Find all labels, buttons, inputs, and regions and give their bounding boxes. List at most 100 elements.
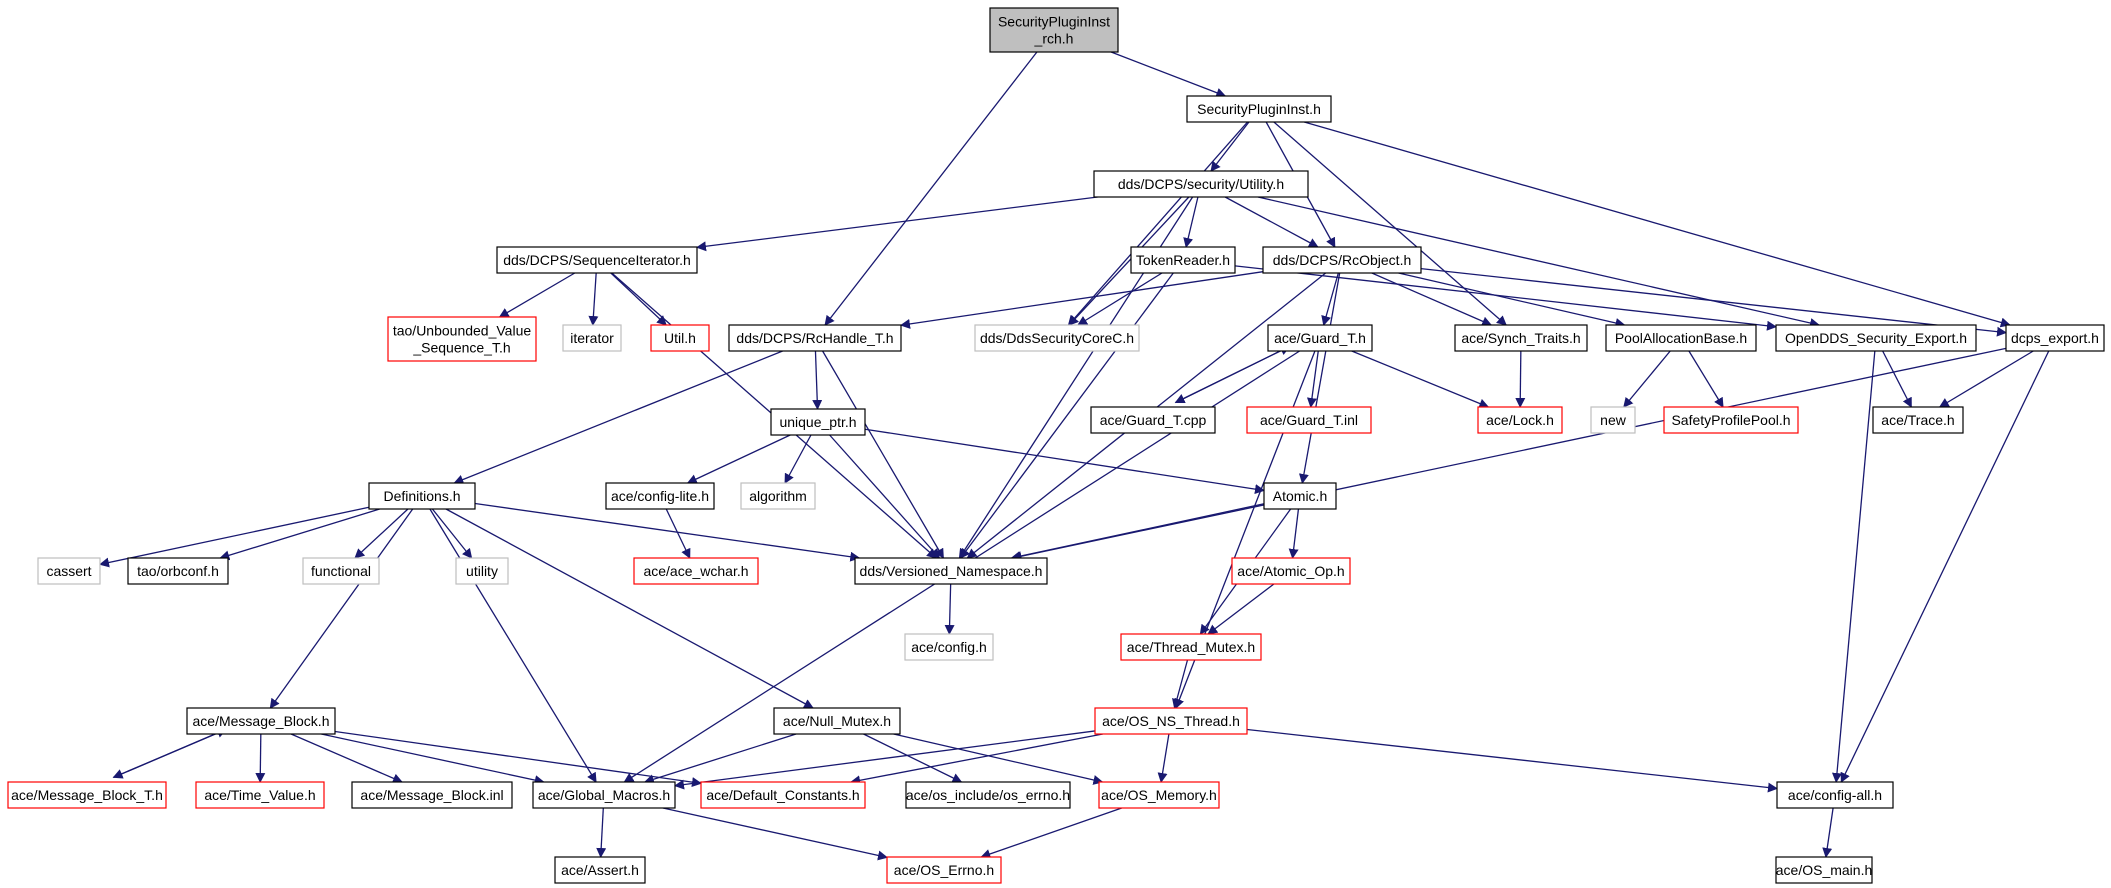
edge-definitions-to-orbconf	[219, 508, 380, 561]
node-spi[interactable]: SecurityPluginInst.h	[1186, 95, 1332, 123]
node-synch[interactable]: ace/Synch_Traits.h	[1454, 324, 1588, 352]
node-seqiter[interactable]: dds/DCPS/SequenceIterator.h	[496, 246, 698, 274]
edge-definitions-to-versioned	[474, 502, 861, 562]
node-label-versioned: dds/Versioned_Namespace.h	[860, 563, 1043, 579]
node-box-os_ns_thread	[1094, 707, 1248, 735]
edge-tokenreader-to-opendds_sec	[1234, 265, 1777, 331]
edge-os_memory-to-os_errno	[980, 807, 1122, 859]
node-os_errno[interactable]: ace/OS_Errno.h	[886, 856, 1002, 884]
node-box-os_memory	[1098, 781, 1220, 809]
edge-atomic-to-atomic_op	[1288, 508, 1300, 559]
edge-spi-to-utility_h	[1210, 121, 1250, 172]
node-rchandle[interactable]: dds/DCPS/RcHandle_T.h	[728, 324, 902, 352]
node-box-atomic_op	[1231, 557, 1351, 585]
node-box-iterator	[562, 324, 622, 352]
edge-rcobject-to-poolalloc	[1398, 272, 1626, 328]
node-box-assert	[554, 856, 646, 884]
node-unbounded[interactable]: tao/Unbounded_Value_Sequence_T.h	[387, 316, 537, 362]
node-root[interactable]: SecurityPluginInst_rch.h	[989, 7, 1119, 53]
node-atomic_op[interactable]: ace/Atomic_Op.h	[1231, 557, 1351, 585]
node-os_memory[interactable]: ace/OS_Memory.h	[1098, 781, 1220, 809]
node-assert[interactable]: ace/Assert.h	[554, 856, 646, 884]
node-label-definitions: Definitions.h	[383, 488, 460, 504]
edge-dcps_export-to-config_all	[1840, 350, 2050, 783]
node-lock[interactable]: ace/Lock.h	[1477, 406, 1563, 434]
edge-unique_ptr-to-configlite	[686, 434, 791, 484]
node-box-msgblock_t	[7, 781, 167, 809]
node-poolalloc[interactable]: PoolAllocationBase.h	[1605, 324, 1757, 352]
node-label-thread_mutex: ace/Thread_Mutex.h	[1127, 639, 1255, 655]
node-box-time_value	[195, 781, 325, 809]
node-box-spi	[1186, 95, 1332, 123]
node-box-aceconfig	[904, 633, 994, 661]
node-label-atomic_op: ace/Atomic_Op.h	[1237, 563, 1344, 579]
node-global_macros[interactable]: ace/Global_Macros.h	[532, 781, 676, 809]
node-label-new: new	[1600, 412, 1627, 428]
node-os_main[interactable]: ace/OS_main.h	[1775, 856, 1873, 884]
node-msgblock_inl[interactable]: ace/Message_Block.inl	[351, 781, 513, 809]
node-time_value[interactable]: ace/Time_Value.h	[195, 781, 325, 809]
node-new[interactable]: new	[1590, 406, 1636, 434]
node-ddsseccore[interactable]: dds/DdsSecurityCoreC.h	[974, 324, 1140, 352]
node-utility_h[interactable]: dds/DCPS/security/Utility.h	[1093, 170, 1309, 198]
node-definitions[interactable]: Definitions.h	[368, 482, 476, 510]
node-utility_std[interactable]: utility	[455, 557, 509, 585]
node-atomic[interactable]: Atomic.h	[1263, 482, 1337, 510]
node-guard_inl[interactable]: ace/Guard_T.inl	[1246, 406, 1372, 434]
node-label-utility_h: dds/DCPS/security/Utility.h	[1118, 176, 1284, 192]
node-box-rchandle	[728, 324, 902, 352]
node-safety[interactable]: SafetyProfilePool.h	[1663, 406, 1799, 434]
edge-msgblock_t-to-msgblock	[113, 728, 228, 778]
node-label-dcps_export: dcps_export.h	[2011, 330, 2099, 346]
node-label-functional: functional	[311, 563, 371, 579]
node-guard[interactable]: ace/Guard_T.h	[1267, 324, 1373, 352]
edge-dcps_export-to-versioned	[1011, 347, 2007, 562]
node-msgblock[interactable]: ace/Message_Block.h	[186, 707, 336, 735]
node-dcps_export[interactable]: dcps_export.h	[2005, 324, 2105, 352]
node-box-guard_cpp	[1090, 406, 1216, 434]
node-aceconfig[interactable]: ace/config.h	[904, 633, 994, 661]
node-os_ns_thread[interactable]: ace/OS_NS_Thread.h	[1094, 707, 1248, 735]
node-label-iterator: iterator	[570, 330, 614, 346]
edge-root-to-rchandle	[824, 51, 1038, 326]
node-wchar[interactable]: ace/ace_wchar.h	[633, 557, 759, 585]
edge-configlite-to-wchar	[665, 508, 691, 559]
node-guard_cpp[interactable]: ace/Guard_T.cpp	[1090, 406, 1216, 434]
node-label-time_value: ace/Time_Value.h	[204, 787, 315, 803]
edge-atomic-to-versioned	[1010, 503, 1265, 561]
edge-msgblock-to-time_value	[255, 733, 266, 783]
node-box-dcps_export	[2005, 324, 2105, 352]
node-unique_ptr[interactable]: unique_ptr.h	[770, 408, 866, 436]
node-label-seqiter: dds/DCPS/SequenceIterator.h	[503, 252, 691, 268]
node-opendds_sec[interactable]: OpenDDS_Security_Export.h	[1775, 324, 1977, 352]
node-box-safety	[1663, 406, 1799, 434]
edge-rcobject-to-atomic	[1298, 272, 1341, 484]
node-null_mutex[interactable]: ace/Null_Mutex.h	[773, 707, 901, 735]
edge-tokenreader-to-versioned	[960, 272, 1174, 559]
edge-definitions-to-null_mutex	[445, 508, 814, 709]
node-tokenreader[interactable]: TokenReader.h	[1130, 246, 1236, 274]
node-msgblock_t[interactable]: ace/Message_Block_T.h	[7, 781, 167, 809]
node-box-tokenreader	[1130, 246, 1236, 274]
node-thread_mutex[interactable]: ace/Thread_Mutex.h	[1120, 633, 1262, 661]
node-label-unbounded-line1: _Sequence_T.h	[412, 340, 510, 356]
node-box-definitions	[368, 482, 476, 510]
node-cassert[interactable]: cassert	[37, 557, 101, 585]
node-algorithm[interactable]: algorithm	[740, 482, 816, 510]
node-box-root	[989, 7, 1119, 53]
node-orbconf[interactable]: tao/orbconf.h	[127, 557, 229, 585]
edge-atomic_op-to-thread_mutex	[1207, 583, 1275, 635]
edge-null_mutex-to-os_memory	[893, 733, 1104, 785]
node-label-util: Util.h	[664, 330, 696, 346]
node-trace[interactable]: ace/Trace.h	[1872, 406, 1964, 434]
node-configlite[interactable]: ace/config-lite.h	[605, 482, 715, 510]
node-util[interactable]: Util.h	[650, 324, 710, 352]
node-config_all[interactable]: ace/config-all.h	[1776, 781, 1894, 809]
node-os_errno_inc[interactable]: ace/os_include/os_errno.h	[905, 781, 1071, 809]
node-label-msgblock: ace/Message_Block.h	[193, 713, 330, 729]
node-iterator[interactable]: iterator	[562, 324, 622, 352]
node-rcobject[interactable]: dds/DCPS/RcObject.h	[1262, 246, 1422, 274]
node-functional[interactable]: functional	[302, 557, 380, 585]
node-versioned[interactable]: dds/Versioned_Namespace.h	[854, 557, 1048, 585]
node-default_consts[interactable]: ace/Default_Constants.h	[700, 781, 866, 809]
